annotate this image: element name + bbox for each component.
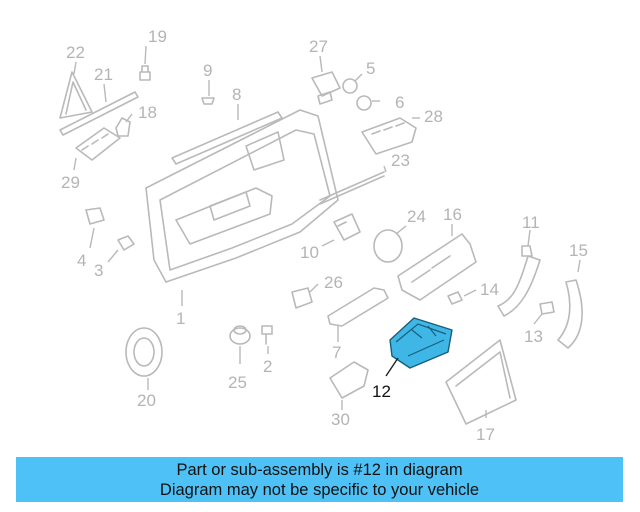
part-3-grommet bbox=[107, 235, 135, 263]
callout-29: 29 bbox=[61, 173, 80, 192]
part-1-door-panel bbox=[145, 109, 339, 306]
callout-25: 25 bbox=[228, 373, 247, 392]
info-banner: Part or sub-assembly is #12 in diagram D… bbox=[16, 457, 623, 502]
part-11-handle bbox=[497, 229, 541, 317]
part-6-switch bbox=[356, 95, 380, 111]
callout-1: 1 bbox=[176, 309, 185, 328]
callout-10: 10 bbox=[300, 243, 319, 262]
callout-6: 6 bbox=[395, 93, 404, 112]
callout-3: 3 bbox=[94, 261, 103, 280]
part-18-fastener bbox=[115, 113, 133, 137]
part-4-clip bbox=[85, 207, 105, 249]
part-14-clip bbox=[447, 289, 477, 305]
callout-20: 20 bbox=[137, 391, 156, 410]
parts-diagram: 22 19 21 18 9 8 27 5 6 28 29 23 24 16 11… bbox=[59, 27, 588, 444]
part-21-strip bbox=[59, 83, 139, 136]
callout-12: 12 bbox=[372, 382, 391, 401]
part-29-switch-panel bbox=[73, 127, 121, 171]
part-19-clip bbox=[139, 45, 151, 81]
callout-24: 24 bbox=[407, 207, 426, 226]
part-7-armrest bbox=[327, 287, 389, 342]
callout-4: 4 bbox=[77, 251, 86, 270]
callout-9: 9 bbox=[203, 61, 212, 80]
part-10-bracket bbox=[321, 213, 361, 247]
callout-22: 22 bbox=[66, 43, 85, 62]
part-16-armrest-bezel bbox=[397, 224, 477, 301]
callout-16: 16 bbox=[443, 205, 462, 224]
part-22-mirror-trim bbox=[59, 61, 93, 119]
callout-27: 27 bbox=[309, 37, 328, 56]
callout-8: 8 bbox=[232, 85, 241, 104]
part-8-trim-strip bbox=[171, 104, 283, 165]
banner-line-2: Diagram may not be specific to your vehi… bbox=[159, 481, 480, 499]
callout-15: 15 bbox=[569, 241, 588, 260]
part-20-speaker bbox=[125, 327, 163, 390]
part-2-screw bbox=[261, 325, 273, 354]
callout-19: 19 bbox=[148, 27, 167, 46]
part-23-cable bbox=[319, 165, 387, 205]
banner-line-1: Part or sub-assembly is #12 in diagram bbox=[176, 461, 463, 479]
callout-5: 5 bbox=[366, 59, 375, 78]
callout-18: 18 bbox=[138, 103, 157, 122]
part-13-clip bbox=[533, 301, 555, 325]
part-25-fastener bbox=[229, 325, 251, 364]
part-5-round-switch bbox=[342, 73, 363, 94]
part-12-highlighted-bracket bbox=[385, 317, 453, 377]
part-27-switch bbox=[311, 55, 341, 105]
callout-30: 30 bbox=[331, 410, 350, 429]
callout-23: 23 bbox=[391, 151, 410, 170]
part-9-clip bbox=[201, 80, 215, 105]
part-26-switch bbox=[291, 283, 319, 309]
callout-2: 2 bbox=[263, 357, 272, 376]
part-15-pull-trim bbox=[557, 259, 583, 349]
callout-26: 26 bbox=[324, 273, 343, 292]
callout-14: 14 bbox=[480, 280, 499, 299]
part-24-cover bbox=[373, 225, 407, 263]
callout-17: 17 bbox=[476, 425, 495, 444]
callout-7: 7 bbox=[332, 343, 341, 362]
callout-28: 28 bbox=[424, 107, 443, 126]
part-30-pocket bbox=[329, 361, 369, 410]
callout-13: 13 bbox=[524, 327, 543, 346]
callout-11: 11 bbox=[522, 213, 540, 232]
callout-21: 21 bbox=[94, 65, 113, 84]
part-17-map-pocket bbox=[445, 339, 517, 425]
part-28-switch-block bbox=[361, 117, 420, 155]
